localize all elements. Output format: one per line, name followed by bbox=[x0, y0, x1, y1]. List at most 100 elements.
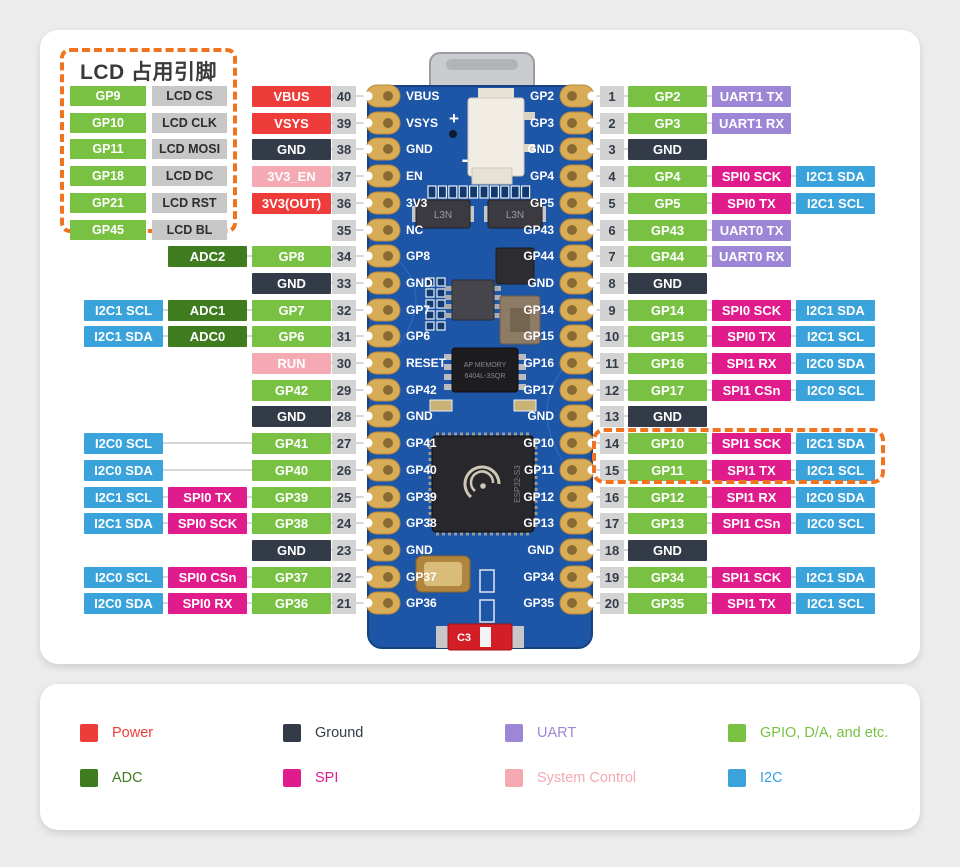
pin-label: GP40 bbox=[252, 460, 331, 481]
silkscreen-label: GP17 bbox=[523, 383, 554, 397]
pin-label: SPI0 TX bbox=[712, 193, 791, 214]
pin-label: I2C1 SCL bbox=[796, 593, 875, 614]
header-hole bbox=[479, 185, 489, 199]
silkscreen-label: GP13 bbox=[523, 516, 554, 530]
silkscreen-label: GP15 bbox=[523, 329, 554, 343]
pin-number: 2 bbox=[600, 113, 624, 134]
pin-label: GP13 bbox=[628, 513, 707, 534]
plus-mark: + bbox=[449, 109, 459, 128]
legend-swatch bbox=[505, 724, 523, 742]
pin-label: I2C1 SCL bbox=[84, 487, 163, 508]
pin-label: VSYS bbox=[252, 113, 331, 134]
pin-label: GND bbox=[252, 540, 331, 561]
header-hole bbox=[436, 288, 446, 298]
silkscreen-label: GP34 bbox=[523, 570, 554, 584]
pin-label: SPI0 CSn bbox=[168, 567, 247, 588]
pin-label: GND bbox=[252, 273, 331, 294]
pin-label: I2C1 SDA bbox=[796, 300, 875, 321]
pin-label: SPI1 SCK bbox=[712, 567, 791, 588]
header-hole bbox=[510, 185, 520, 199]
silkscreen-label: GP6 bbox=[406, 329, 430, 343]
pin-label: GND bbox=[628, 273, 707, 294]
silkscreen-label: GP38 bbox=[406, 516, 437, 530]
pin-label: I2C1 SCL bbox=[84, 300, 163, 321]
pin-label: I2C0 SDA bbox=[796, 353, 875, 374]
lcd-pin-label: GP9 bbox=[70, 86, 146, 106]
pin-label: GP37 bbox=[252, 567, 331, 588]
silkscreen-label: GND bbox=[527, 409, 554, 423]
pin-label: I2C0 SDA bbox=[796, 487, 875, 508]
silkscreen-label: GP2 bbox=[530, 89, 554, 103]
pin-label: SPI0 SCK bbox=[168, 513, 247, 534]
silkscreen-label: GP36 bbox=[406, 596, 437, 610]
pin-label: ADC0 bbox=[168, 326, 247, 347]
header-hole bbox=[500, 185, 510, 199]
pin-label: I2C0 SDA bbox=[84, 593, 163, 614]
pin-number: 40 bbox=[332, 86, 356, 107]
pin-number: 23 bbox=[332, 540, 356, 561]
pin-number: 26 bbox=[332, 460, 356, 481]
silkscreen-label: GND bbox=[527, 543, 554, 557]
header-hole bbox=[425, 299, 435, 309]
capacitor bbox=[429, 399, 453, 412]
pin-number: 19 bbox=[600, 567, 624, 588]
pin-number: 14 bbox=[600, 433, 624, 454]
pin-number: 18 bbox=[600, 540, 624, 561]
pin-label: I2C1 SCL bbox=[796, 193, 875, 214]
silkscreen-label: NC bbox=[406, 223, 424, 237]
lcd-pin-label: GP18 bbox=[70, 166, 146, 186]
pin-label: GP39 bbox=[252, 487, 331, 508]
pin-label: 3V3(OUT) bbox=[252, 193, 331, 214]
lcd-func-label: LCD MOSI bbox=[152, 139, 227, 159]
legend-label: UART bbox=[537, 725, 577, 741]
silkscreen-label: GP11 bbox=[524, 463, 554, 477]
regulator-chip: L3N bbox=[412, 199, 474, 229]
lcd-func-label: LCD DC bbox=[152, 166, 227, 186]
pin-number: 31 bbox=[332, 326, 356, 347]
silkscreen-label: GP42 bbox=[406, 383, 437, 397]
pin-label: SPI1 CSn bbox=[712, 380, 791, 401]
bottom-red-component: C3 bbox=[436, 623, 524, 651]
silkscreen-label: GP37 bbox=[406, 570, 437, 584]
pin-label: GND bbox=[628, 540, 707, 561]
pin-number: 8 bbox=[600, 273, 624, 294]
header-hole bbox=[448, 185, 458, 199]
pin-label: I2C1 SDA bbox=[796, 567, 875, 588]
pin-label: GND bbox=[628, 406, 707, 427]
pin-label: UART1 RX bbox=[712, 113, 791, 134]
svg-text:C3: C3 bbox=[457, 632, 471, 644]
svg-text:L3N: L3N bbox=[506, 210, 524, 221]
silkscreen-label: GP5 bbox=[530, 196, 554, 210]
board-graphic: + - L3N L3N bbox=[363, 52, 597, 651]
silkscreen-label: GP40 bbox=[406, 463, 437, 477]
crystal-oscillator bbox=[415, 555, 471, 593]
pin-label: I2C1 SDA bbox=[84, 326, 163, 347]
pin-label: GP7 bbox=[252, 300, 331, 321]
header-hole bbox=[436, 299, 446, 309]
legend-card bbox=[40, 684, 920, 830]
pin-label: GP34 bbox=[628, 567, 707, 588]
pin-number: 11 bbox=[600, 353, 624, 374]
lcd-pin-label: GP21 bbox=[70, 193, 146, 213]
lcd-func-label: LCD CLK bbox=[152, 113, 227, 133]
wire-line bbox=[92, 469, 386, 471]
header-hole bbox=[425, 277, 435, 287]
pin-number: 13 bbox=[600, 406, 624, 427]
pin-label: I2C0 SDA bbox=[84, 460, 163, 481]
silkscreen-label: 3V3 bbox=[406, 196, 428, 210]
pin-number: 34 bbox=[332, 246, 356, 267]
pin-number: 37 bbox=[332, 166, 356, 187]
header-hole bbox=[521, 185, 531, 199]
pin-label: GP5 bbox=[628, 193, 707, 214]
mounting-hole bbox=[449, 130, 457, 138]
pin-label: UART1 TX bbox=[712, 86, 791, 107]
silkscreen-label: GP39 bbox=[406, 490, 437, 504]
pin-number: 10 bbox=[600, 326, 624, 347]
passive-outline bbox=[479, 599, 495, 623]
pin-label: GP2 bbox=[628, 86, 707, 107]
silkscreen-label: GND bbox=[406, 409, 433, 423]
svg-text:AP MEMORY: AP MEMORY bbox=[464, 362, 507, 369]
silkscreen-label: GP43 bbox=[523, 223, 554, 237]
legend-swatch bbox=[283, 724, 301, 742]
